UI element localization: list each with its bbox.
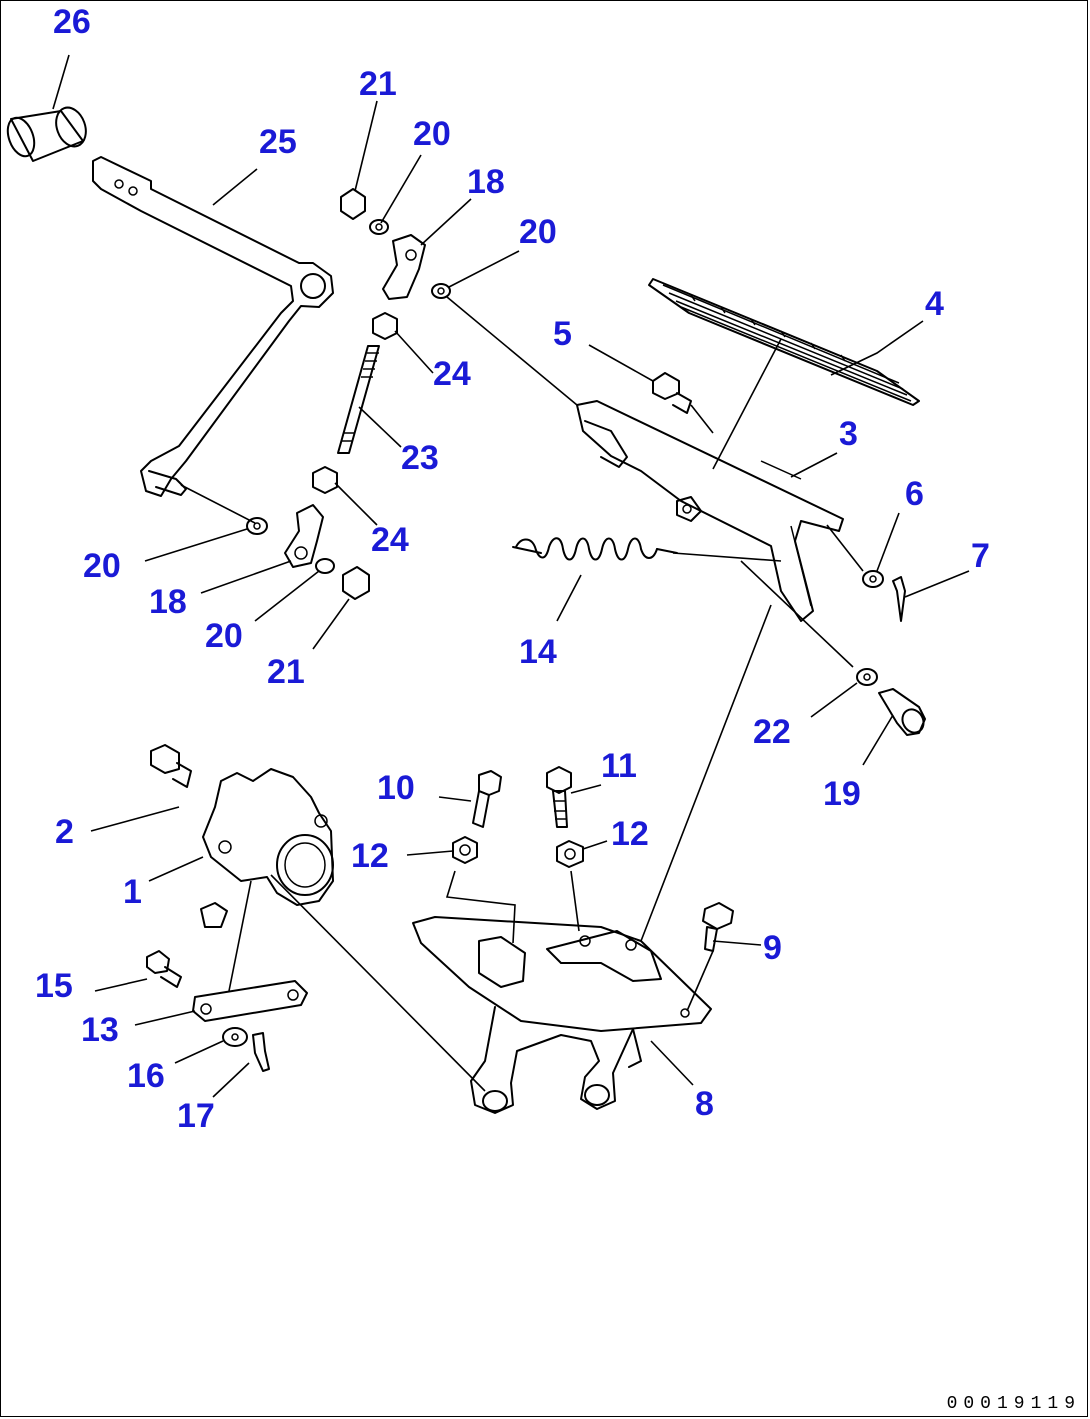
callout-1: 1 <box>123 873 142 911</box>
callout-16: 16 <box>127 1057 165 1095</box>
callout-21-top: 21 <box>359 65 397 103</box>
callout-17: 17 <box>177 1097 215 1135</box>
part-bolt-2 <box>150 744 192 788</box>
part-washer-16 <box>222 1027 248 1047</box>
callout-21-bottom: 21 <box>267 653 305 691</box>
callout-13: 13 <box>81 1011 119 1049</box>
part-spring <box>512 537 678 561</box>
part-pedal-arm <box>576 400 844 622</box>
callout-26: 26 <box>53 3 91 41</box>
part-nut-12-left <box>452 836 478 864</box>
callout-labels: 26 25 21 20 18 20 4 5 24 23 3 24 6 7 20 … <box>35 3 990 1135</box>
callout-15: 15 <box>35 967 73 1005</box>
callout-14: 14 <box>519 633 557 671</box>
callout-10: 10 <box>377 769 415 807</box>
callout-24-bottom: 24 <box>371 521 409 559</box>
callout-20-top: 20 <box>413 115 451 153</box>
drawing-code: 00019119 <box>946 1394 1081 1414</box>
callout-23: 23 <box>401 439 439 477</box>
part-pin-17 <box>252 1032 270 1072</box>
leader-lines <box>52 54 970 1098</box>
part-nut-12-right <box>556 840 584 868</box>
callout-6: 6 <box>905 475 924 513</box>
callout-4: 4 <box>925 285 944 323</box>
part-pedal-pad <box>648 278 920 406</box>
callout-5: 5 <box>553 315 572 353</box>
part-pedal-lever <box>92 156 334 497</box>
callout-11: 11 <box>601 747 637 785</box>
part-valve-body <box>200 768 334 928</box>
callout-22: 22 <box>753 713 791 751</box>
part-washer-6 <box>862 570 884 588</box>
part-link-13 <box>192 980 308 1022</box>
part-washer-22 <box>856 668 878 686</box>
part-pin-19 <box>878 688 926 736</box>
callout-20-mid: 20 <box>519 213 557 251</box>
part-bolt-5 <box>652 372 692 414</box>
callout-8: 8 <box>695 1085 714 1123</box>
part-pin-15 <box>146 950 182 988</box>
part-bolt-11 <box>546 766 572 828</box>
part-pin-7 <box>892 576 906 622</box>
callout-20-bottom: 20 <box>205 617 243 655</box>
callout-9: 9 <box>763 929 782 967</box>
part-bolt-9 <box>702 902 734 952</box>
part-linkage-upper <box>312 188 451 494</box>
callout-18-bottom: 18 <box>149 583 187 621</box>
callout-2: 2 <box>55 813 74 851</box>
callout-25: 25 <box>259 123 297 161</box>
callout-19: 19 <box>823 775 861 813</box>
part-bolt-10 <box>472 770 502 828</box>
part-sleeve <box>6 106 87 162</box>
callout-12-right: 12 <box>611 815 649 853</box>
callout-24-top: 24 <box>433 355 471 393</box>
callout-18-top: 18 <box>467 163 505 201</box>
part-linkage-lower <box>246 504 370 600</box>
callout-20-left: 20 <box>83 547 121 585</box>
callout-7: 7 <box>971 537 990 575</box>
part-bracket <box>412 916 712 1114</box>
callout-12-left: 12 <box>351 837 389 875</box>
callout-3: 3 <box>839 415 858 453</box>
